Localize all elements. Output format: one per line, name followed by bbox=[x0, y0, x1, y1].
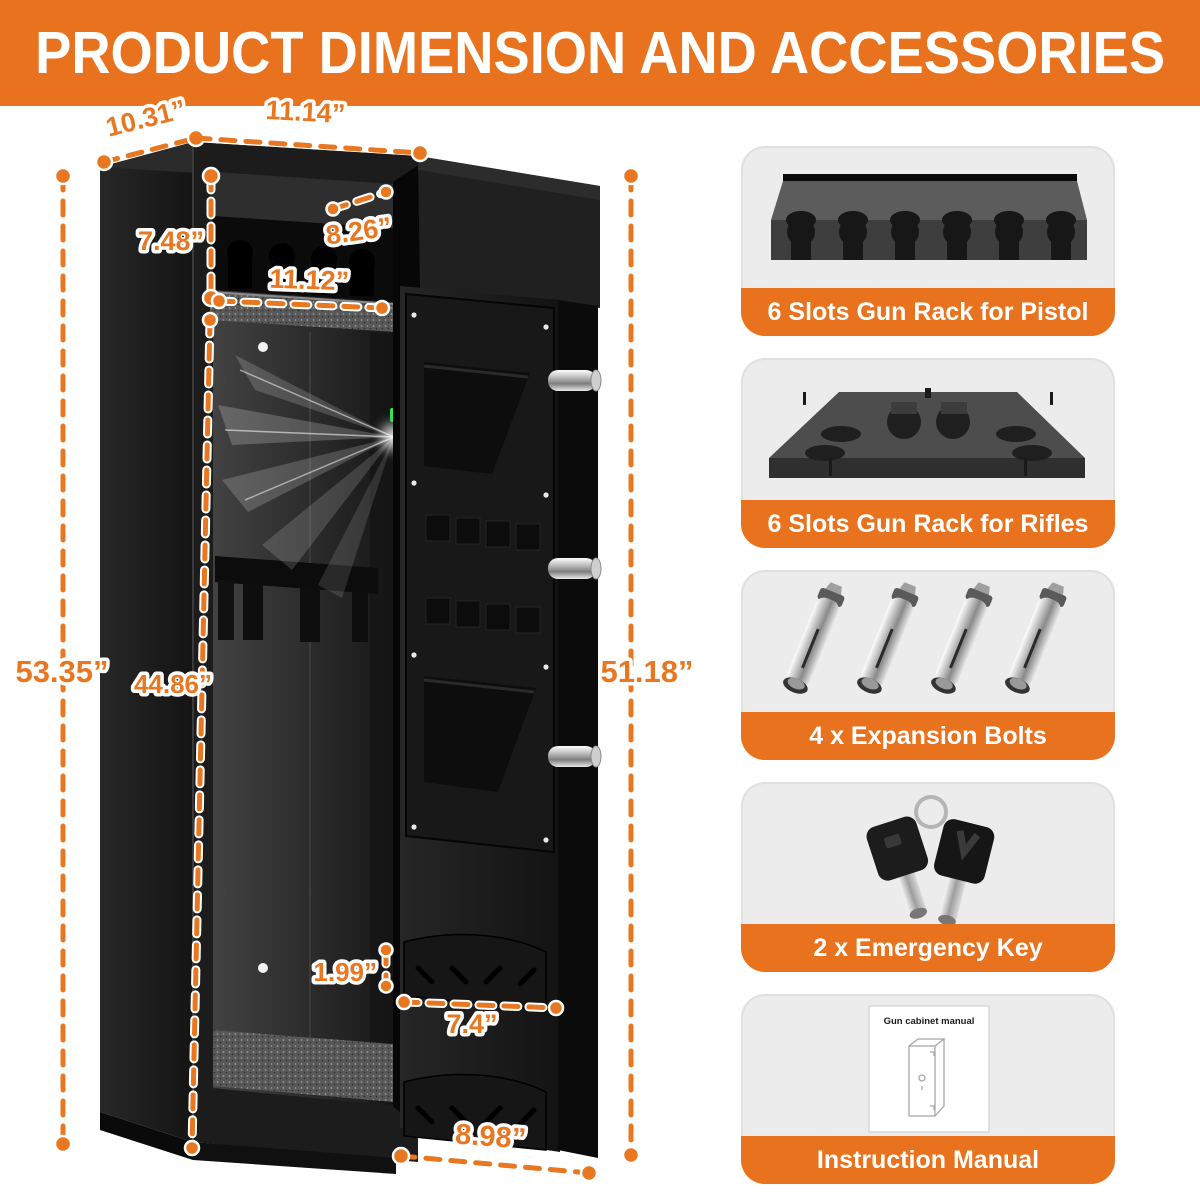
dimension-label: 1.99” bbox=[313, 957, 377, 987]
accessory-card-expansion-bolts: 4 x Expansion Bolts bbox=[741, 570, 1115, 760]
accessory-label-bar: 4 x Expansion Bolts bbox=[741, 712, 1115, 760]
accessory-label: 4 x Expansion Bolts bbox=[809, 721, 1047, 750]
dimension-top-width: 11.14” bbox=[193, 91, 430, 163]
dimension-door-tray-width: 7.4” bbox=[395, 993, 565, 1043]
accessory-card-emergency-keys: 2 x Emergency Key bbox=[741, 782, 1115, 972]
mounting-hole-bottom bbox=[258, 963, 268, 973]
open-door bbox=[400, 286, 602, 1158]
cabinet-base-left bbox=[100, 1112, 193, 1160]
dimension-label: 8.98” bbox=[454, 1119, 527, 1156]
accessory-label-bar: 2 x Emergency Key bbox=[741, 924, 1115, 972]
dimension-label: 10.31” bbox=[103, 94, 189, 143]
dimension-label: 44.86” bbox=[134, 669, 212, 699]
accessory-label-bar: Instruction Manual bbox=[741, 1136, 1115, 1184]
dimension-label: 11.14” bbox=[265, 95, 346, 129]
instruction-manual-icon: Gun cabinet manual bbox=[741, 994, 1115, 1136]
accessory-card-pistol-rack: 6 Slots Gun Rack for Pistol bbox=[741, 146, 1115, 336]
door-storage-bin-bottom bbox=[403, 1073, 547, 1151]
accessory-label: Instruction Manual bbox=[816, 1145, 1040, 1174]
door-right-edge bbox=[558, 300, 598, 1158]
dimension-label: 53.35” bbox=[15, 654, 108, 689]
accessory-label: 6 Slots Gun Rack for Rifles bbox=[767, 509, 1089, 538]
title-banner: PRODUCT DIMENSION AND ACCESSORIES bbox=[0, 0, 1200, 106]
door-organizer-panel bbox=[405, 292, 555, 854]
door-top-slab bbox=[418, 156, 600, 308]
door-holster-pocket-top bbox=[424, 362, 530, 474]
manual-title: Gun cabinet manual bbox=[884, 1016, 975, 1027]
page-title: PRODUCT DIMENSION AND ACCESSORIES bbox=[35, 20, 1165, 86]
door-locking-bolts bbox=[548, 369, 602, 768]
mounting-hole-top bbox=[258, 342, 268, 352]
accessory-label: 2 x Emergency Key bbox=[813, 933, 1043, 962]
dimension-annotations: 10.31” 11.14” 7.48” 8.26” bbox=[12, 90, 697, 1183]
dimension-door-tray-depth: 1.99” bbox=[310, 942, 394, 994]
cabinet-side-panel bbox=[100, 142, 193, 1142]
cabinet-interior bbox=[209, 172, 397, 1106]
dimension-door-bottom-width: 8.98” bbox=[391, 1115, 599, 1183]
gun-safe-dimension-diagram: 10.31” 11.14” 7.48” 8.26” bbox=[12, 90, 697, 1183]
dimension-interior-height: 44.86” bbox=[130, 311, 219, 1157]
accessory-label: 6 Slots Gun Rack for Pistol bbox=[767, 297, 1089, 326]
door-elastic-loops-row1 bbox=[425, 514, 541, 551]
door-holster-pocket-bottom bbox=[424, 676, 536, 792]
cabinet-base-front bbox=[193, 1142, 396, 1174]
door-elastic-loops-row2 bbox=[425, 597, 541, 634]
expansion-bolts-icon bbox=[741, 570, 1115, 712]
dimension-label: 7.48” bbox=[138, 226, 204, 256]
pistol-rack-icon bbox=[741, 146, 1115, 288]
interior-light-beam bbox=[218, 355, 410, 598]
emergency-keys-icon bbox=[741, 782, 1115, 924]
dimension-label: 7.4” bbox=[446, 1009, 497, 1039]
interior-floor-carpet bbox=[213, 1030, 393, 1102]
dimension-label: 51.18” bbox=[600, 654, 693, 689]
dimension-shelf-width: 11.12” bbox=[210, 260, 391, 317]
accessory-label-bar: 6 Slots Gun Rack for Rifles bbox=[741, 500, 1115, 548]
accessory-label-bar: 6 Slots Gun Rack for Pistol bbox=[741, 288, 1115, 336]
dimension-label: 11.12” bbox=[269, 264, 350, 297]
barrel-rest-bracket bbox=[215, 556, 378, 642]
interior-pistol-rack bbox=[213, 216, 393, 302]
rifle-rack-icon bbox=[741, 358, 1115, 500]
manual-cabinet-drawing bbox=[908, 1038, 946, 1117]
accessory-card-rifle-rack: 6 Slots Gun Rack for Rifles bbox=[741, 358, 1115, 548]
gun-safe-cabinet bbox=[100, 142, 602, 1174]
door-storage-bin-top bbox=[403, 933, 547, 1011]
dimension-overall-height: 53.35” bbox=[12, 166, 112, 1154]
dimension-door-height: 51.18” bbox=[597, 166, 697, 1165]
accessory-card-instruction-manual: Gun cabinet manual Instruction Manual bbox=[741, 994, 1115, 1184]
